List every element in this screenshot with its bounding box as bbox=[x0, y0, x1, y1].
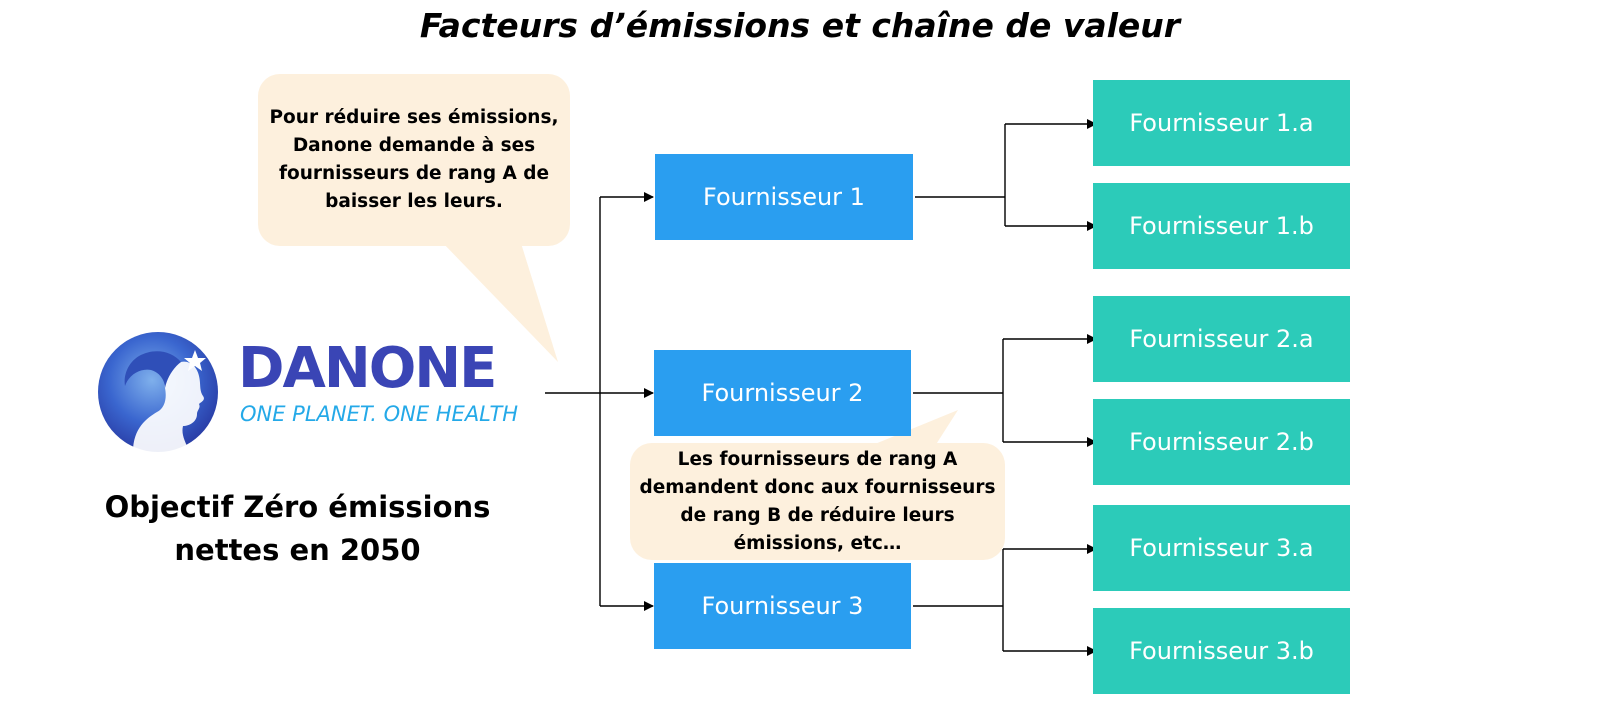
callout-top-line: Pour réduire ses émissions, bbox=[269, 107, 559, 128]
callout-top-tail bbox=[440, 240, 558, 362]
callout-middle-line: de rang B de réduire leurs bbox=[680, 504, 955, 526]
danone-logo: DANONE ONE PLANET. ONE HEALTH bbox=[93, 330, 518, 455]
callout-middle-tail bbox=[870, 410, 958, 446]
brand-tagline: ONE PLANET. ONE HEALTH bbox=[240, 402, 519, 426]
supplier-3b-box: Fournisseur 3.b bbox=[1093, 608, 1350, 694]
diagram-title: Facteurs d’émissions et chaîne de valeur bbox=[419, 6, 1181, 45]
callout-top-line: fournisseurs de rang A de bbox=[278, 163, 550, 184]
supplier-1b-box: Fournisseur 1.b bbox=[1093, 183, 1350, 269]
supplier-3a-box: Fournisseur 3.a bbox=[1093, 505, 1350, 591]
goal-statement: Objectif Zéro émissions nettes en 2050 bbox=[95, 486, 500, 572]
supplier-2-box: Fournisseur 2 bbox=[654, 350, 911, 436]
goal-line: nettes en 2050 bbox=[174, 533, 421, 567]
child-face-star-globe-icon bbox=[98, 332, 218, 455]
callout-top-line: baisser les leurs. bbox=[325, 191, 503, 212]
supplier-3-box: Fournisseur 3 bbox=[654, 563, 911, 649]
supplier-2a-box: Fournisseur 2.a bbox=[1093, 296, 1350, 382]
callout-top-line: Danone demande à ses bbox=[292, 135, 536, 156]
supplier-1-box: Fournisseur 1 bbox=[655, 154, 913, 240]
brand-name: DANONE bbox=[238, 336, 497, 401]
callout-top: Pour réduire ses émissions, Danone deman… bbox=[258, 74, 570, 246]
supplier-2b-box: Fournisseur 2.b bbox=[1093, 399, 1350, 485]
callout-middle-line: demandent donc aux fournisseurs bbox=[639, 476, 996, 498]
callout-middle-line: émissions, etc… bbox=[733, 532, 902, 554]
goal-line: Objectif Zéro émissions bbox=[104, 490, 491, 524]
callout-middle: Les fournisseurs de rang A demandent don… bbox=[630, 443, 1005, 560]
callout-middle-line: Les fournisseurs de rang A bbox=[677, 448, 958, 470]
supplier-1a-box: Fournisseur 1.a bbox=[1093, 80, 1350, 166]
